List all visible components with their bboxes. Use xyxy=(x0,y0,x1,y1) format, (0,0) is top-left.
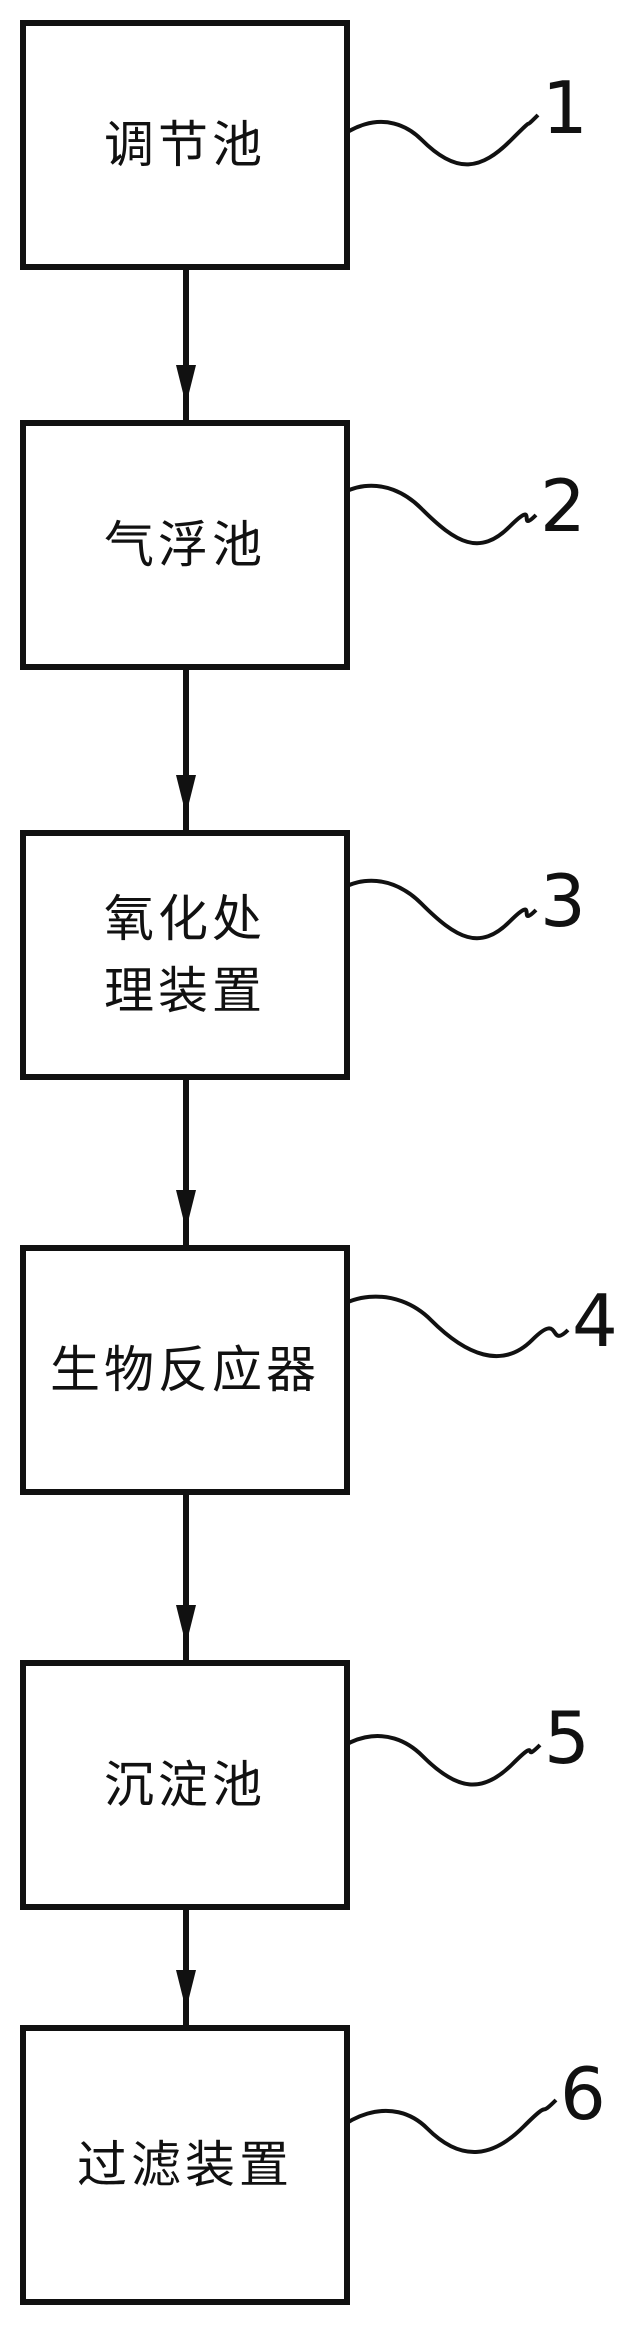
step-number-3: 3 xyxy=(540,859,586,943)
step-label: 沉淀池 xyxy=(104,1755,266,1814)
step-number-2: 2 xyxy=(540,464,586,548)
step-box-air-flotation-tank: 气浮池 xyxy=(20,420,350,670)
step-number-6: 6 xyxy=(560,2052,606,2136)
step-box-oxidation-treatment-device: 氧化处 理装置 xyxy=(20,830,350,1080)
step-box-adjustment-tank: 调节池 xyxy=(20,20,350,270)
flow-arrowhead xyxy=(176,1605,196,1645)
step-label: 气浮池 xyxy=(104,515,266,574)
leader-line xyxy=(313,483,538,546)
step-label: 生物反应器 xyxy=(50,1340,320,1399)
flow-arrowhead xyxy=(176,775,196,815)
leader-line xyxy=(313,1734,542,1787)
flow-arrowhead xyxy=(176,365,196,405)
leader-line xyxy=(313,1294,570,1358)
flow-arrowhead xyxy=(176,1190,196,1230)
step-number-5: 5 xyxy=(544,1696,590,1780)
step-label: 氧化处 理装置 xyxy=(104,889,266,1021)
step-label: 调节池 xyxy=(104,115,266,174)
leader-line xyxy=(313,878,538,941)
step-number-1: 1 xyxy=(542,66,588,150)
step-number-4: 4 xyxy=(572,1279,618,1363)
step-box-bioreactor: 生物反应器 xyxy=(20,1245,350,1495)
leader-line xyxy=(313,2098,558,2157)
flow-arrowhead xyxy=(176,1970,196,2010)
step-box-sedimentation-tank: 沉淀池 xyxy=(20,1660,350,1910)
step-box-filtration-device: 过滤装置 xyxy=(20,2025,350,2305)
step-label: 过滤装置 xyxy=(77,2135,293,2194)
leader-line xyxy=(313,113,540,167)
